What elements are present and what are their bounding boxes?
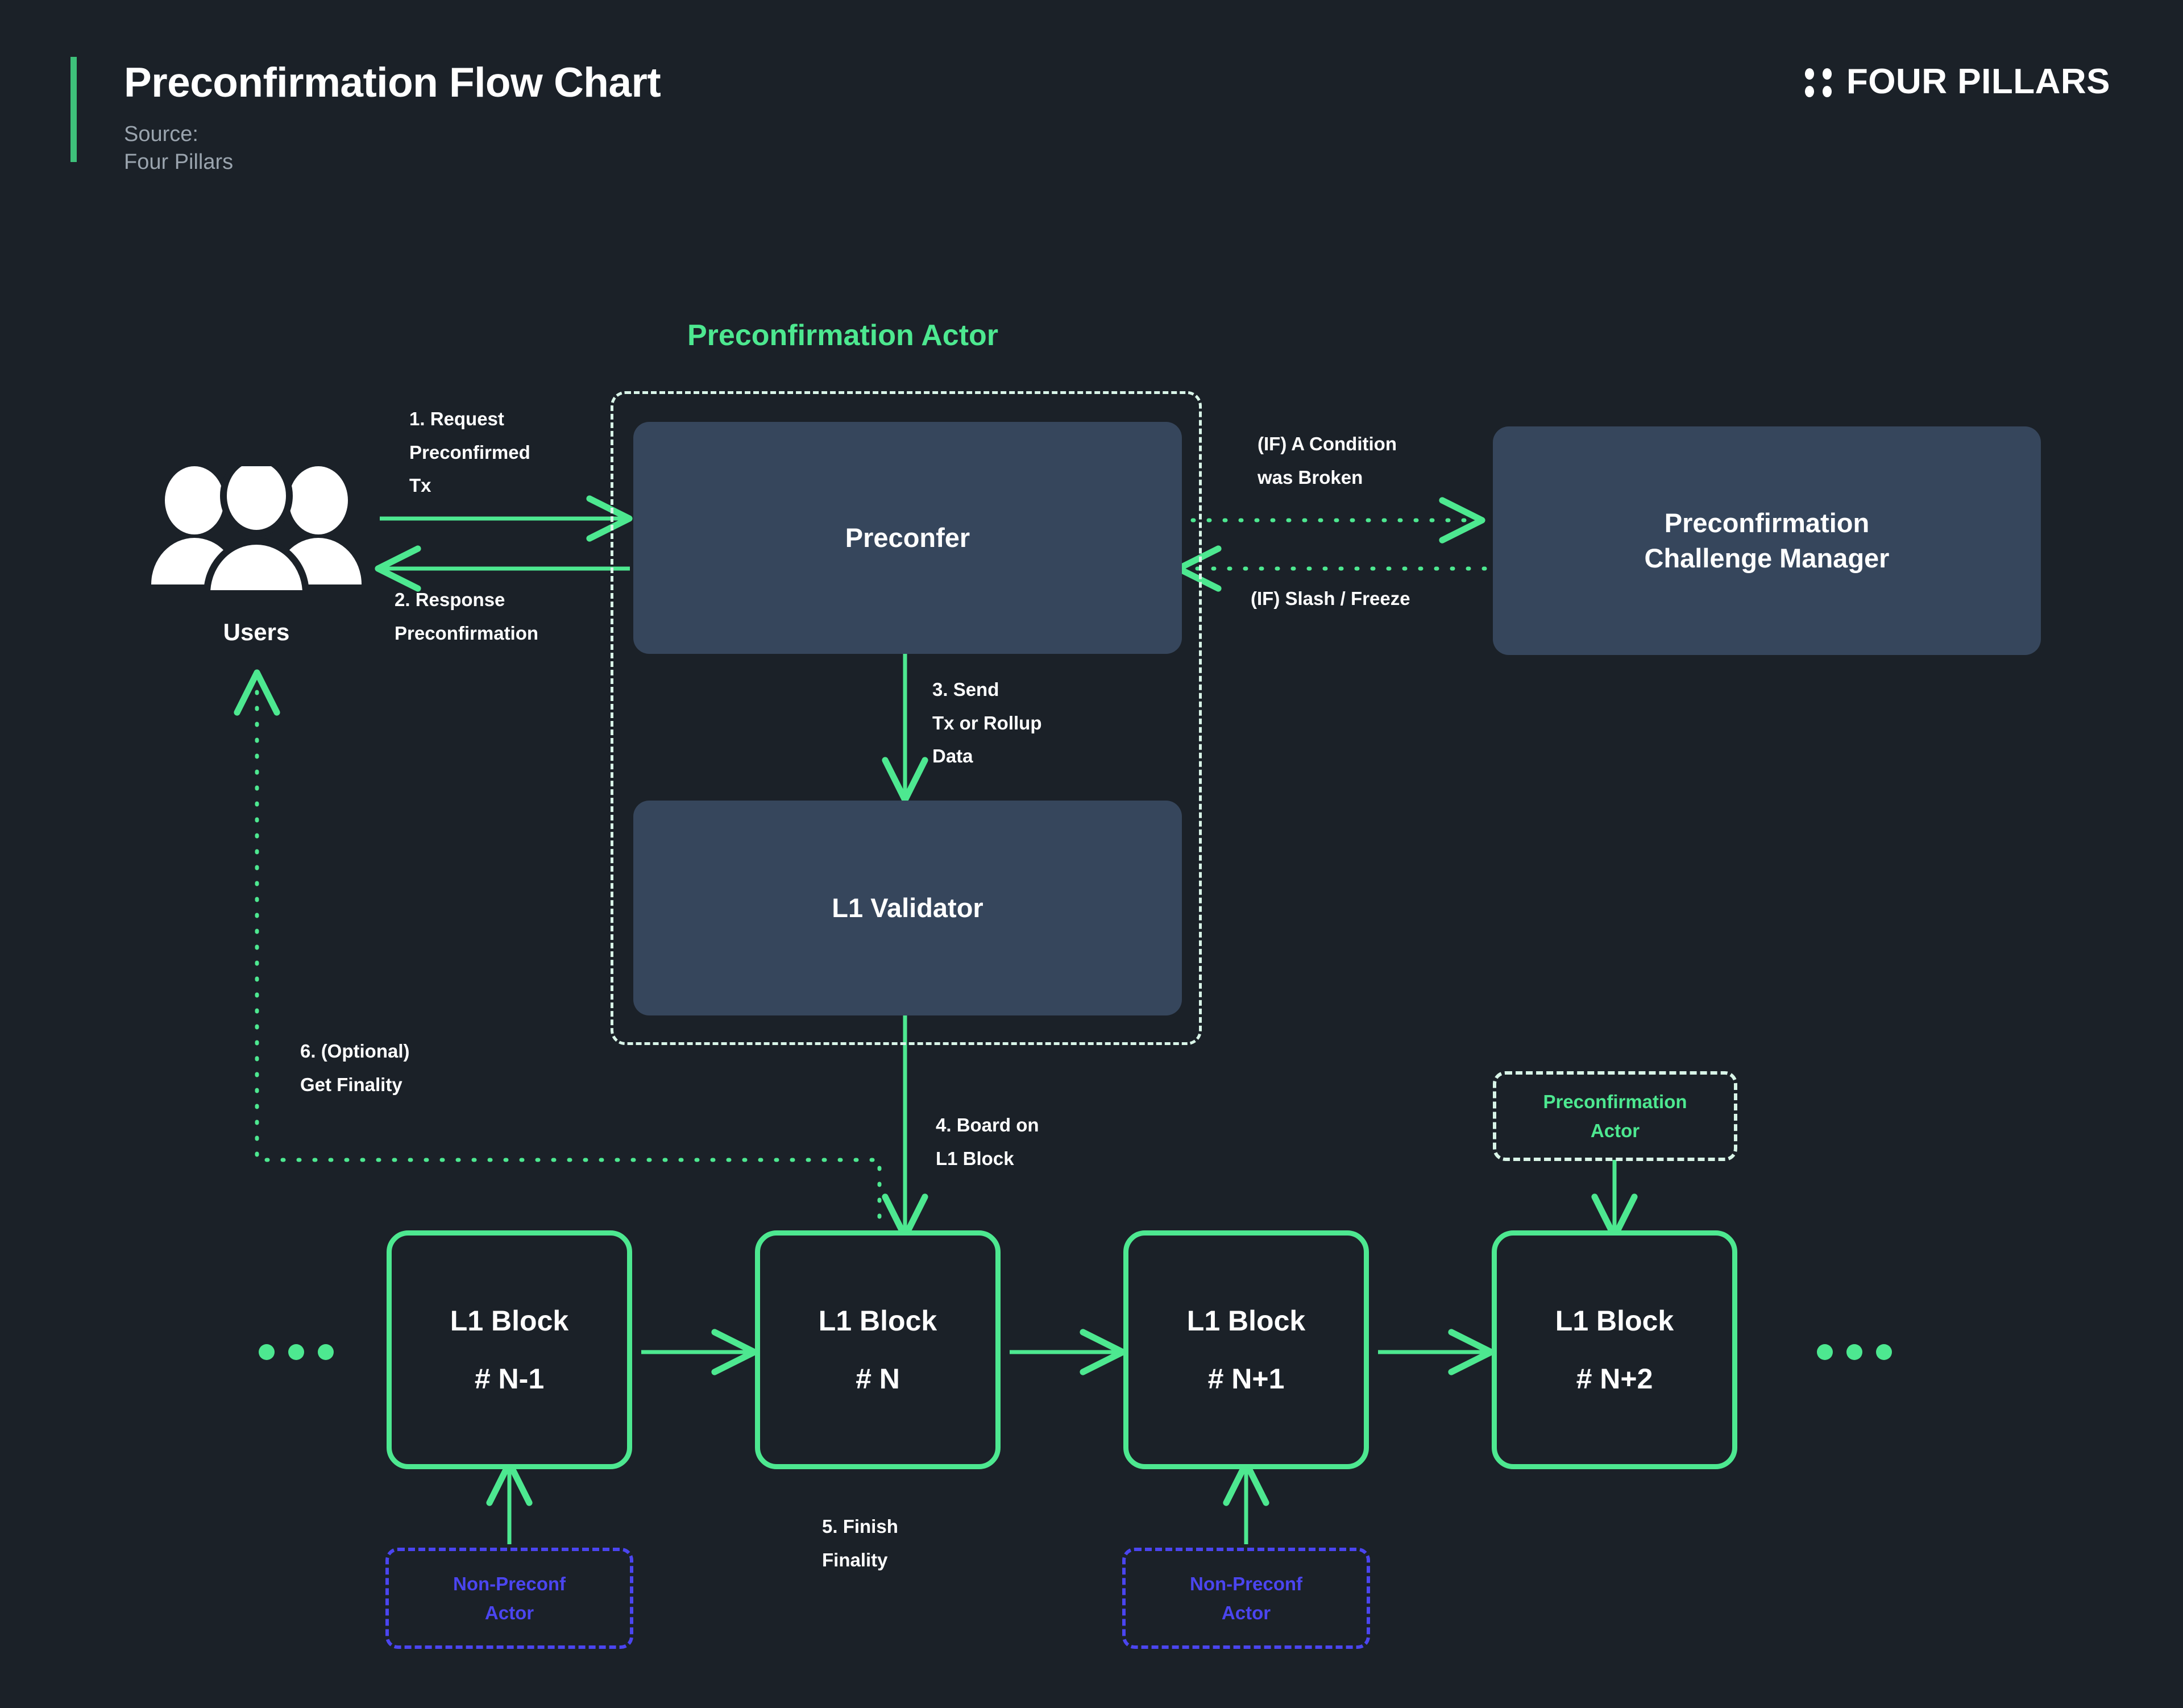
l1-block-number: # N-1 [474, 1363, 545, 1395]
preconfirmation-actor-group-boundary [611, 391, 1202, 1045]
ellipsis-left [259, 1344, 334, 1360]
l1-block-name: L1 Block [1555, 1305, 1674, 1337]
page-title: Preconfirmation Flow Chart [124, 60, 661, 106]
l1-block-number: # N [856, 1363, 900, 1395]
l1-block-number: # N+1 [1207, 1363, 1285, 1395]
label-if-condition-broken: (IF) A Condition was Broken [1257, 433, 1397, 488]
l1-block-number: # N+2 [1576, 1363, 1653, 1395]
l1-block-n-plus-1[interactable]: L1 Block # N+1 [1123, 1230, 1369, 1469]
tag-preconfirmation-actor[interactable]: Preconfirmation Actor [1493, 1071, 1737, 1161]
label-step-5: 5. Finish Finality [822, 1516, 898, 1570]
tag-non-preconf-actor-2[interactable]: Non-Preconf Actor [1122, 1548, 1370, 1649]
l1-block-n-minus-1[interactable]: L1 Block # N-1 [387, 1230, 632, 1469]
source-caption: Source: Four Pillars [124, 122, 234, 174]
brand-name: FOUR PILLARS [1846, 62, 2110, 101]
l1-block-n-plus-2[interactable]: L1 Block # N+2 [1492, 1230, 1737, 1469]
l1-block-name: L1 Block [818, 1305, 937, 1337]
label-step-6: 6. (Optional) Get Finality [300, 1040, 410, 1095]
group-title-preconfirmation-actor: Preconfirmation Actor [687, 319, 999, 352]
header-accent-bar [70, 57, 77, 162]
users-icon [146, 455, 367, 597]
tag-non-preconf-actor-1[interactable]: Non-Preconf Actor [385, 1548, 633, 1649]
l1-block-n[interactable]: L1 Block # N [755, 1230, 1001, 1469]
label-step-3: 3. Send Tx or Rollup Data [932, 679, 1042, 767]
label-step-4: 4. Board on L1 Block [936, 1114, 1039, 1169]
label-if-slash-freeze: (IF) Slash / Freeze [1251, 588, 1410, 609]
node-preconfirmation-challenge-manager[interactable]: Preconfirmation Challenge Manager [1493, 426, 2041, 655]
node-l1-validator[interactable]: L1 Validator [633, 801, 1182, 1015]
l1-block-name: L1 Block [1186, 1305, 1306, 1337]
l1-block-name: L1 Block [450, 1305, 569, 1337]
four-dots-icon [1804, 68, 1832, 97]
label-step-1: 1. Request Preconfirmed Tx [409, 408, 530, 496]
label-step-2: 2. Response Preconfirmation [395, 589, 539, 644]
node-preconfer[interactable]: Preconfer [633, 422, 1182, 654]
users-label: Users [223, 619, 290, 645]
brand-logo: FOUR PILLARS [1804, 61, 2110, 102]
ellipsis-right [1817, 1344, 1892, 1360]
